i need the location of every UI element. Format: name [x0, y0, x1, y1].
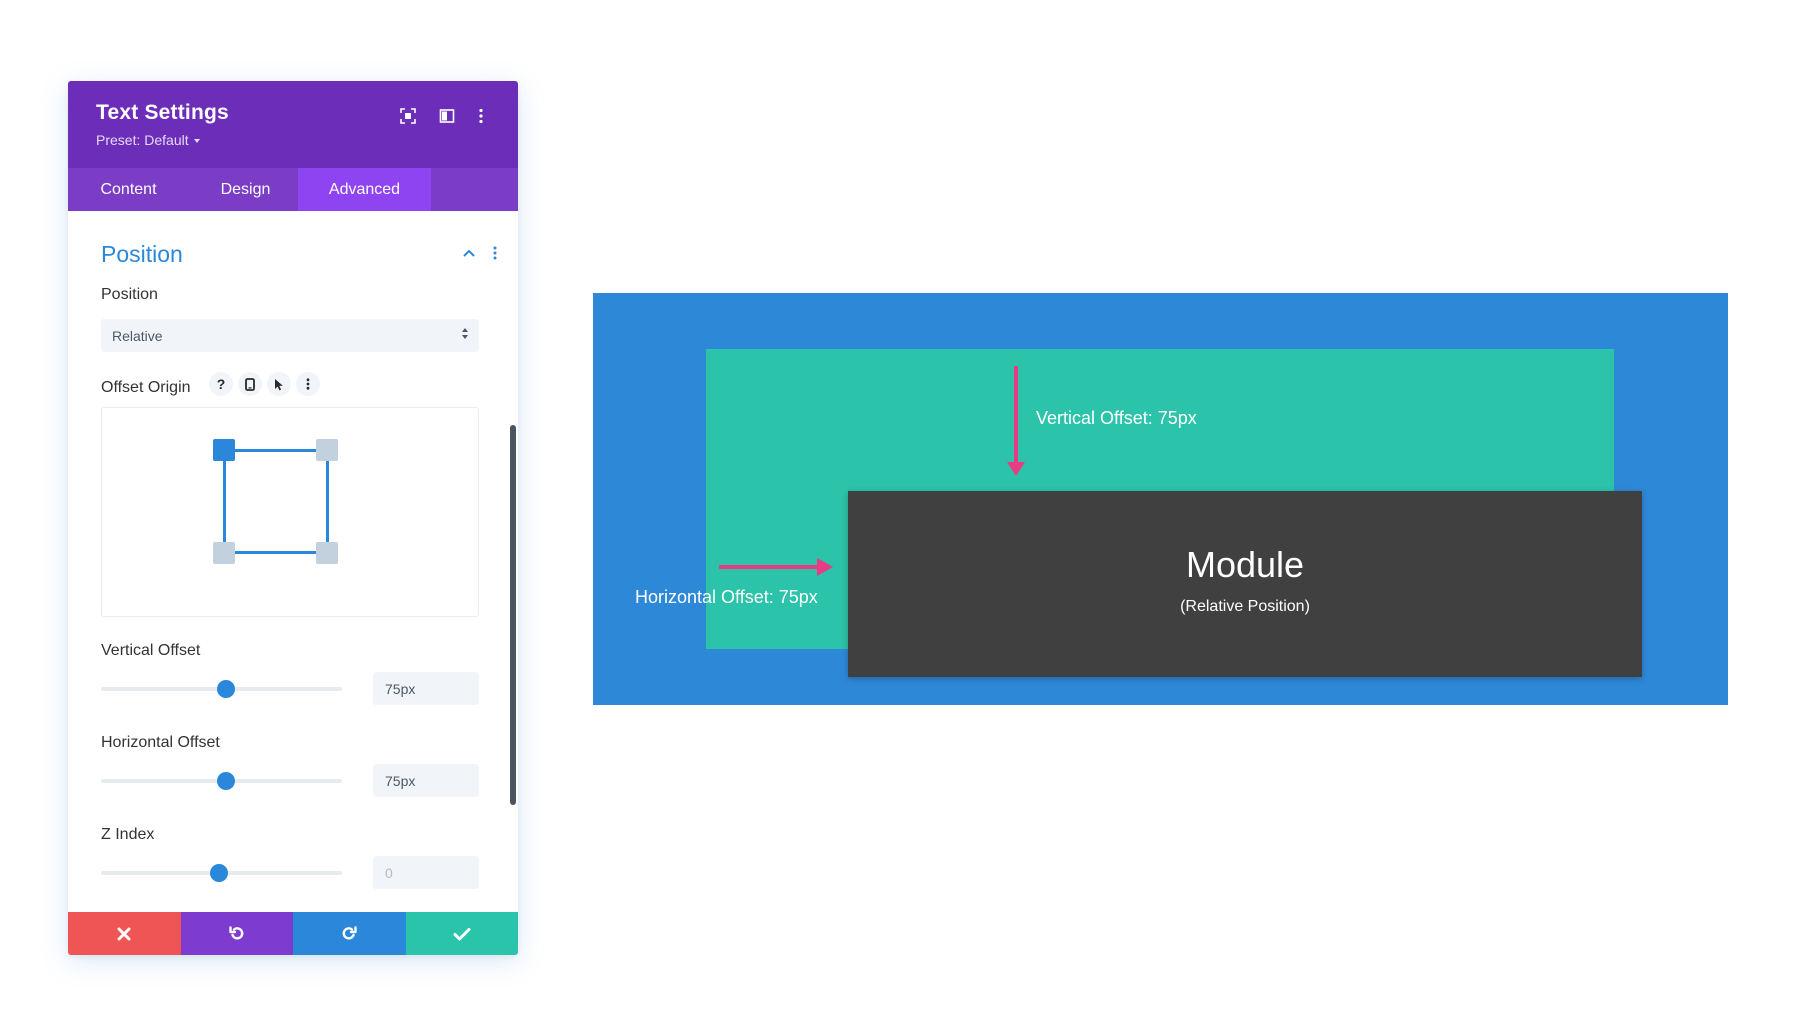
position-select[interactable]: Relative: [101, 319, 479, 352]
chevron-up-icon[interactable]: [458, 242, 480, 264]
vertical-offset-input[interactable]: 75px: [373, 672, 479, 705]
origin-handle-bottom-left[interactable]: [213, 542, 235, 564]
vertical-offset-arrow-icon: [1007, 366, 1025, 476]
vertical-offset-slider[interactable]: [101, 680, 342, 698]
redo-button[interactable]: [293, 912, 406, 955]
panel-scrollbar[interactable]: [510, 425, 516, 805]
sidebar-layout-icon[interactable]: [434, 103, 460, 129]
vertical-offset-thumb[interactable]: [217, 680, 236, 698]
origin-handle-top-right[interactable]: [316, 439, 338, 461]
origin-edge-bottom: [223, 551, 329, 554]
undo-button[interactable]: [180, 912, 293, 955]
tab-advanced[interactable]: Advanced: [298, 168, 431, 211]
panel-header: Text Settings Preset: Default: [68, 81, 518, 168]
position-select-value: Relative: [112, 327, 163, 344]
section-title-position[interactable]: Position: [101, 241, 183, 267]
settings-tabs: Content Design Advanced: [68, 168, 518, 211]
redo-icon: [342, 925, 357, 939]
module-subtitle: (Relative Position): [1180, 598, 1310, 615]
panel-title: Text Settings: [96, 101, 229, 124]
focus-icon[interactable]: [395, 103, 421, 129]
vertical-offset-label: Vertical Offset: [101, 642, 201, 659]
save-button[interactable]: [405, 912, 518, 955]
section-more-icon[interactable]: [487, 242, 503, 264]
offset-origin-label: Offset Origin: [101, 379, 191, 396]
field-more-icon[interactable]: [296, 372, 320, 396]
origin-edge-top: [223, 449, 329, 452]
tab-content[interactable]: Content: [100, 180, 157, 198]
origin-handle-bottom-right[interactable]: [316, 542, 338, 564]
undo-icon: [229, 925, 244, 939]
caret-down-icon: [193, 138, 200, 143]
text-settings-panel: Text Settings Preset: Default Content De…: [68, 81, 518, 955]
z-index-label: Z Index: [101, 826, 155, 843]
select-arrows-icon: [462, 328, 468, 339]
panel-footer: [68, 912, 518, 955]
z-index-thumb[interactable]: [210, 864, 229, 882]
offset-origin-picker: [101, 407, 479, 617]
position-label: Position: [101, 286, 158, 303]
preset-dropdown[interactable]: Preset: Default: [96, 132, 200, 148]
preset-label: Preset: Default: [96, 132, 189, 148]
responsive-phone-icon[interactable]: [238, 372, 262, 396]
more-options-icon[interactable]: [468, 103, 494, 129]
horizontal-offset-label: Horizontal Offset: [101, 734, 220, 751]
cancel-icon: [117, 927, 131, 940]
help-icon[interactable]: ?: [209, 372, 233, 396]
origin-edge-right: [326, 449, 329, 554]
origin-edge-left: [223, 449, 226, 554]
illustration-module: Module (Relative Position): [848, 491, 1642, 677]
horizontal-offset-arrow-icon: [719, 558, 833, 576]
tab-design[interactable]: Design: [220, 180, 271, 198]
module-title: Module: [1185, 544, 1305, 585]
horizontal-offset-slider[interactable]: [101, 772, 342, 790]
z-index-slider[interactable]: [101, 864, 342, 882]
horizontal-offset-input[interactable]: 75px: [373, 764, 479, 797]
origin-handle-top-left[interactable]: [213, 439, 235, 461]
vertical-offset-annotation: Vertical Offset: 75px: [1036, 408, 1197, 428]
horizontal-offset-annotation: Horizontal Offset: 75px: [635, 587, 818, 607]
z-index-input[interactable]: 0: [373, 856, 479, 889]
horizontal-offset-thumb[interactable]: [217, 772, 236, 790]
hover-cursor-icon[interactable]: [267, 372, 291, 396]
cancel-button[interactable]: [68, 912, 181, 955]
save-check-icon: [453, 927, 471, 940]
